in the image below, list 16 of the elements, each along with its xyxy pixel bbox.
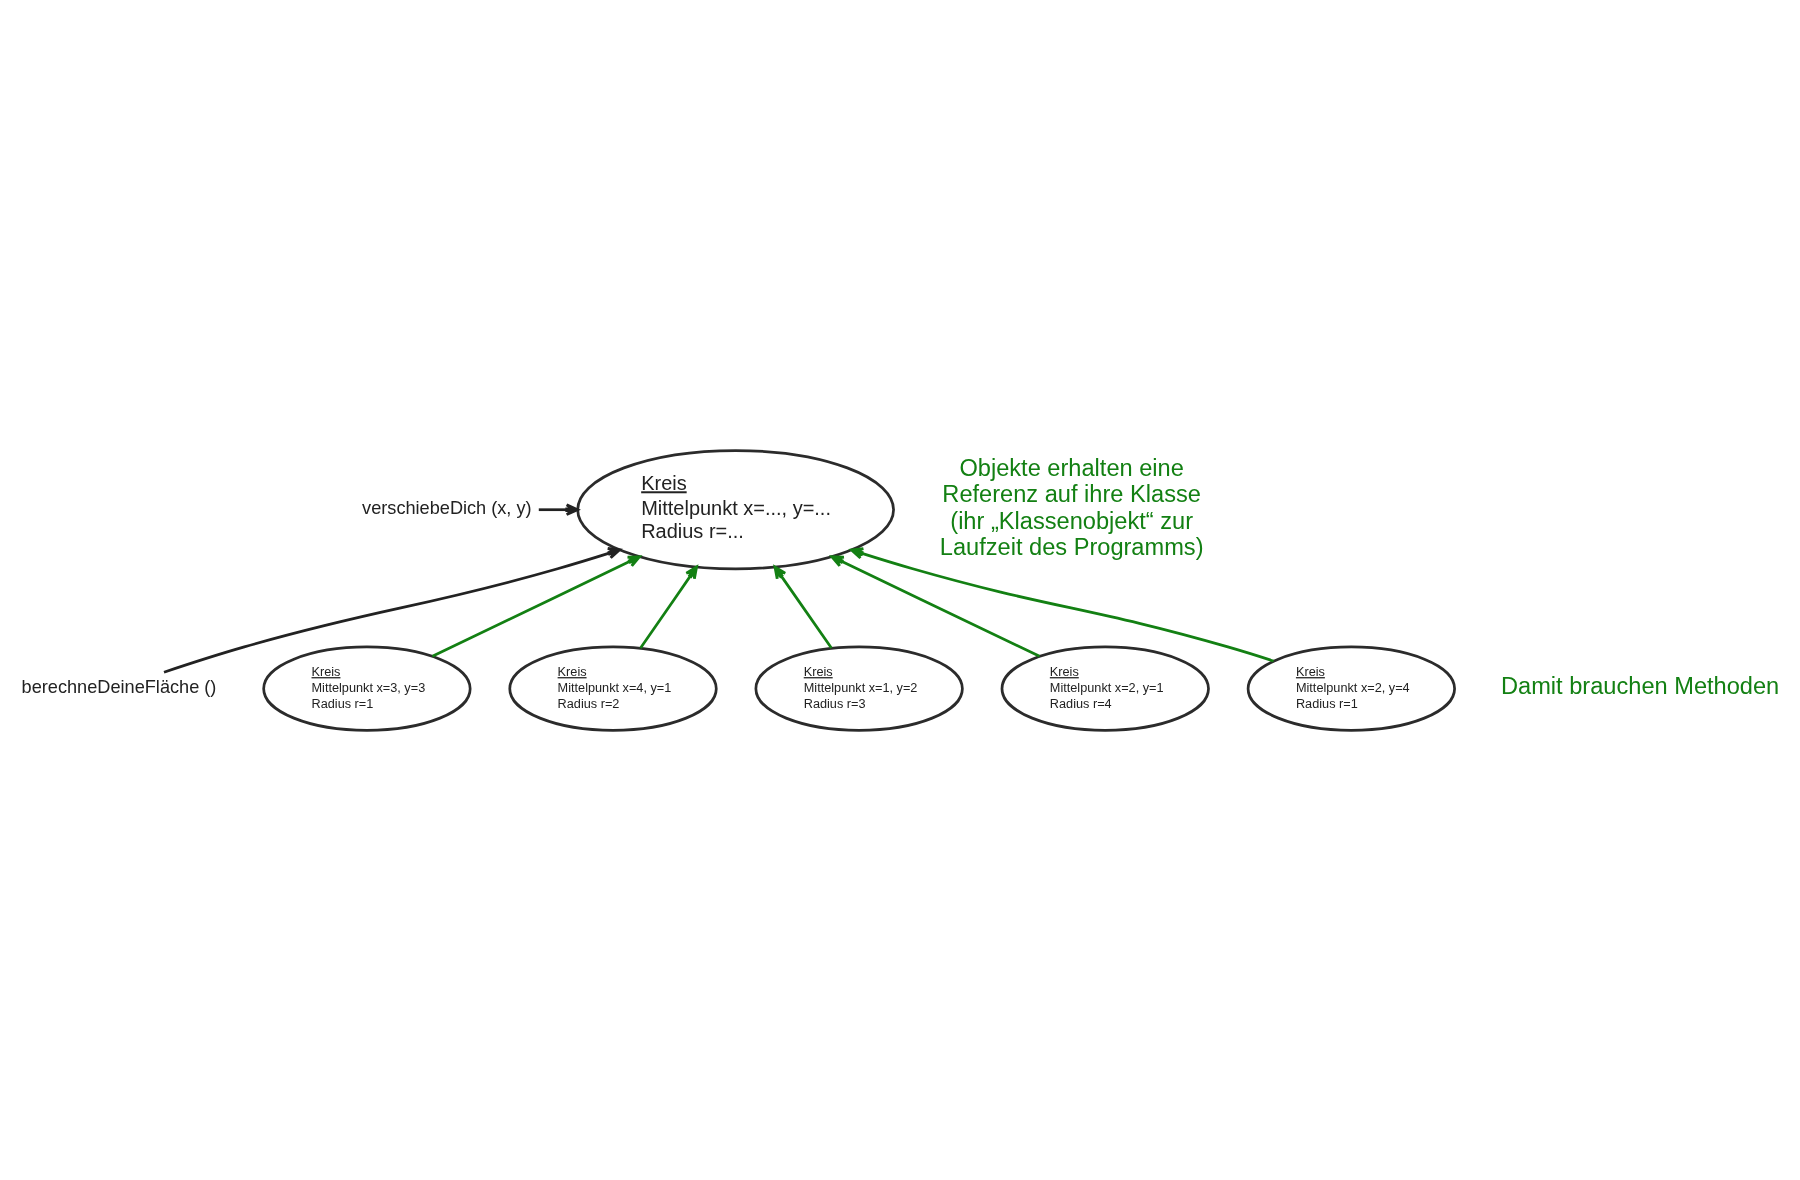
arrow	[830, 554, 1041, 657]
label: Objekte erhalten eine Referenz auf ihre Klasse (ihr „Klassenobjekt“ zur Laufzeit des Programms)	[939, 454, 1204, 560]
label: Damit brauchen Methoden	[1501, 672, 1780, 699]
node-ellipse: Kreis Mittelpunkt x=2, y=4 Radius r=1	[1246, 645, 1456, 732]
node-text: verschiebeDich (x, y)	[362, 497, 532, 518]
node-ellipse: Kreis Mittelpunkt x=1, y=2 Radius r=3	[754, 645, 964, 732]
node-text: berechneDeineFläche ()	[21, 676, 217, 697]
arrow	[850, 546, 1274, 662]
node-ellipse: Kreis Mittelpunkt x=2, y=1 Radius r=4	[1000, 645, 1210, 732]
arrow	[163, 546, 622, 673]
arrow	[431, 554, 641, 657]
arrow	[773, 565, 833, 649]
arrow	[639, 565, 698, 649]
node-ellipse: Kreis Mittelpunkt x=4, y=1 Radius r=2	[508, 645, 718, 732]
node-ellipse: Kreis Mittelpunkt x=3, y=3 Radius r=1	[262, 645, 472, 732]
arrow	[538, 502, 579, 516]
